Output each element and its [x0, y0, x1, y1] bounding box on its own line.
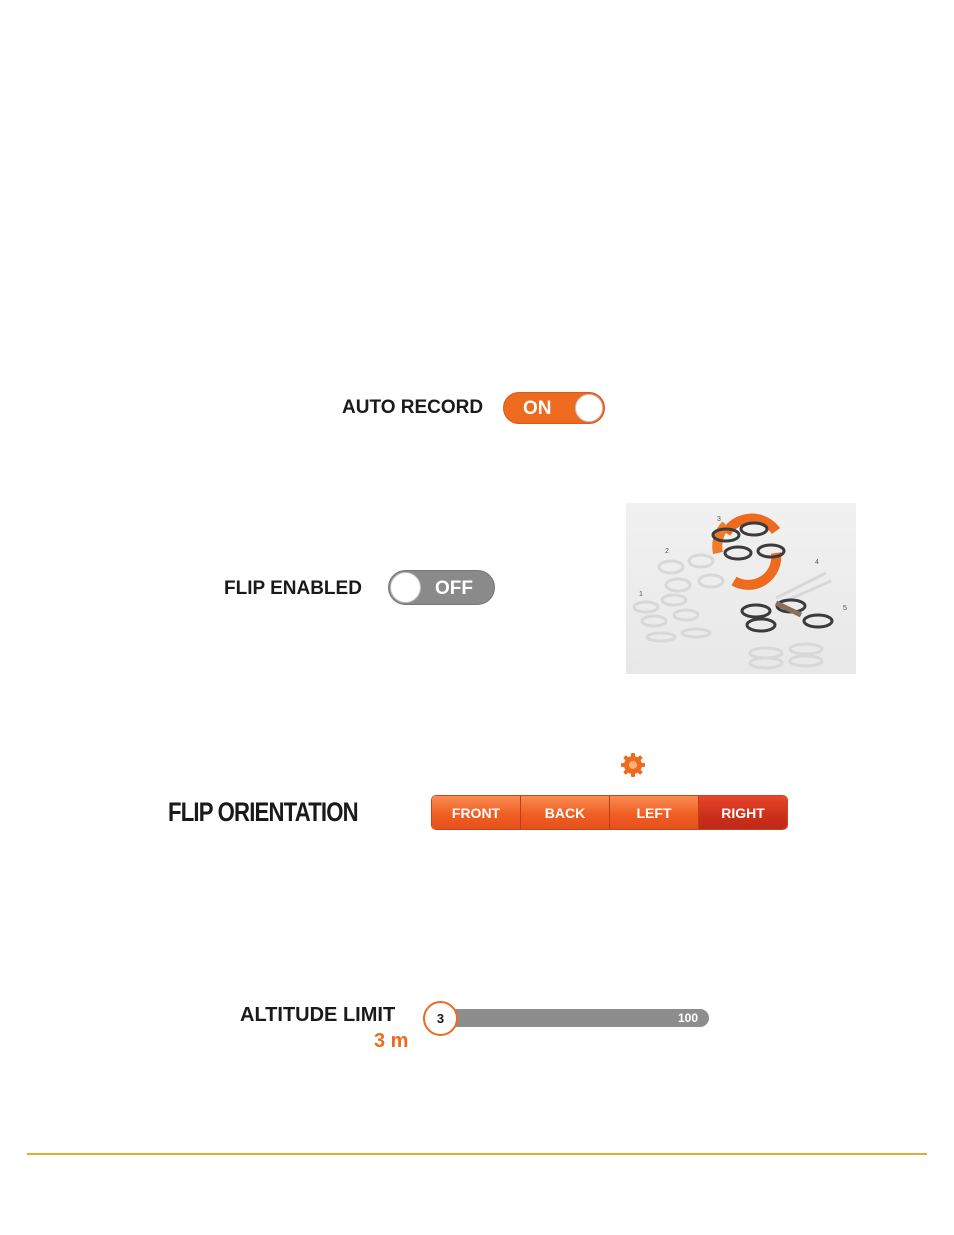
slider-max-label: 100: [677, 1011, 698, 1025]
auto-record-toggle[interactable]: ON: [503, 392, 605, 424]
altitude-slider-track[interactable]: 100: [445, 1009, 709, 1027]
altitude-limit-value: 3 m: [374, 1030, 409, 1052]
step-label: 4: [815, 559, 819, 566]
gear-icon[interactable]: [619, 751, 647, 779]
flip-orientation-selector[interactable]: FRONT BACK LEFT RIGHT: [431, 795, 788, 830]
flip-enabled-state: OFF: [435, 578, 473, 599]
flip-enabled-label: FLIP ENABLED: [224, 578, 362, 599]
auto-record-label: AUTO RECORD: [342, 397, 484, 418]
toggle-knob: [575, 394, 603, 422]
altitude-slider-thumb[interactable]: 3: [423, 1001, 458, 1036]
flip-orientation-label: FLIP ORIENTATION: [168, 797, 359, 827]
step-label: 5: [843, 605, 847, 612]
segment-back[interactable]: BACK: [521, 796, 610, 829]
auto-record-state: ON: [523, 398, 552, 419]
step-label: 3: [717, 516, 721, 523]
altitude-limit-label: ALTITUDE LIMIT: [240, 1004, 396, 1026]
flip-enabled-toggle[interactable]: OFF: [388, 570, 495, 605]
flip-illustration: 1 2 3 4 5: [626, 503, 856, 674]
toggle-knob: [390, 572, 421, 603]
segment-front[interactable]: FRONT: [432, 796, 521, 829]
segment-right[interactable]: RIGHT: [699, 796, 787, 829]
step-label: 1: [639, 591, 643, 598]
step-label: 2: [665, 548, 669, 555]
footer-divider: [27, 1153, 927, 1155]
segment-left[interactable]: LEFT: [610, 796, 699, 829]
